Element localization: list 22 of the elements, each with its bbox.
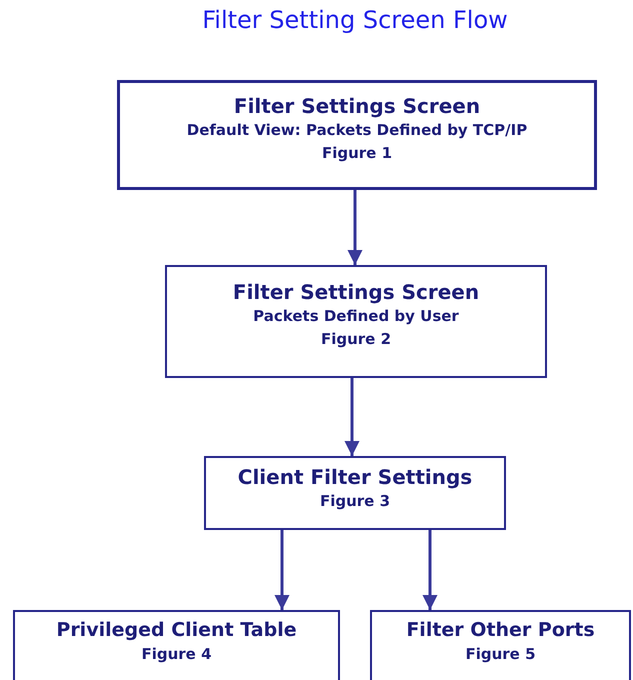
- arrow: [422, 530, 438, 610]
- arrow: [348, 190, 362, 265]
- arrow: [344, 378, 360, 456]
- figure-reference: Figure 4: [141, 644, 212, 665]
- process-box: [117, 80, 597, 190]
- box-heading: Privileged Client Table: [56, 618, 297, 643]
- process-box: [13, 610, 340, 680]
- box-subtitle: Default View: Packets Defined by TCP/IP: [186, 120, 528, 141]
- figure-reference: Figure 1: [322, 142, 392, 164]
- box-subtitle: Packets Defined by User: [253, 306, 459, 327]
- figure-reference: Figure 5: [465, 644, 536, 665]
- process-box: [370, 610, 631, 680]
- figure-reference: Figure 3: [320, 491, 390, 512]
- box-heading: Filter Settings Screen: [232, 279, 480, 305]
- figure-reference: Figure 2: [320, 328, 392, 350]
- box-heading: Filter Other Ports: [406, 618, 595, 643]
- box-heading: Client Filter Settings: [238, 464, 472, 490]
- arrow: [274, 530, 290, 610]
- process-box: [165, 265, 547, 378]
- box-heading: Filter Settings Screen: [234, 93, 480, 119]
- diagram-title: Filter Setting Screen Flow: [201, 6, 509, 34]
- process-box: [204, 456, 506, 530]
